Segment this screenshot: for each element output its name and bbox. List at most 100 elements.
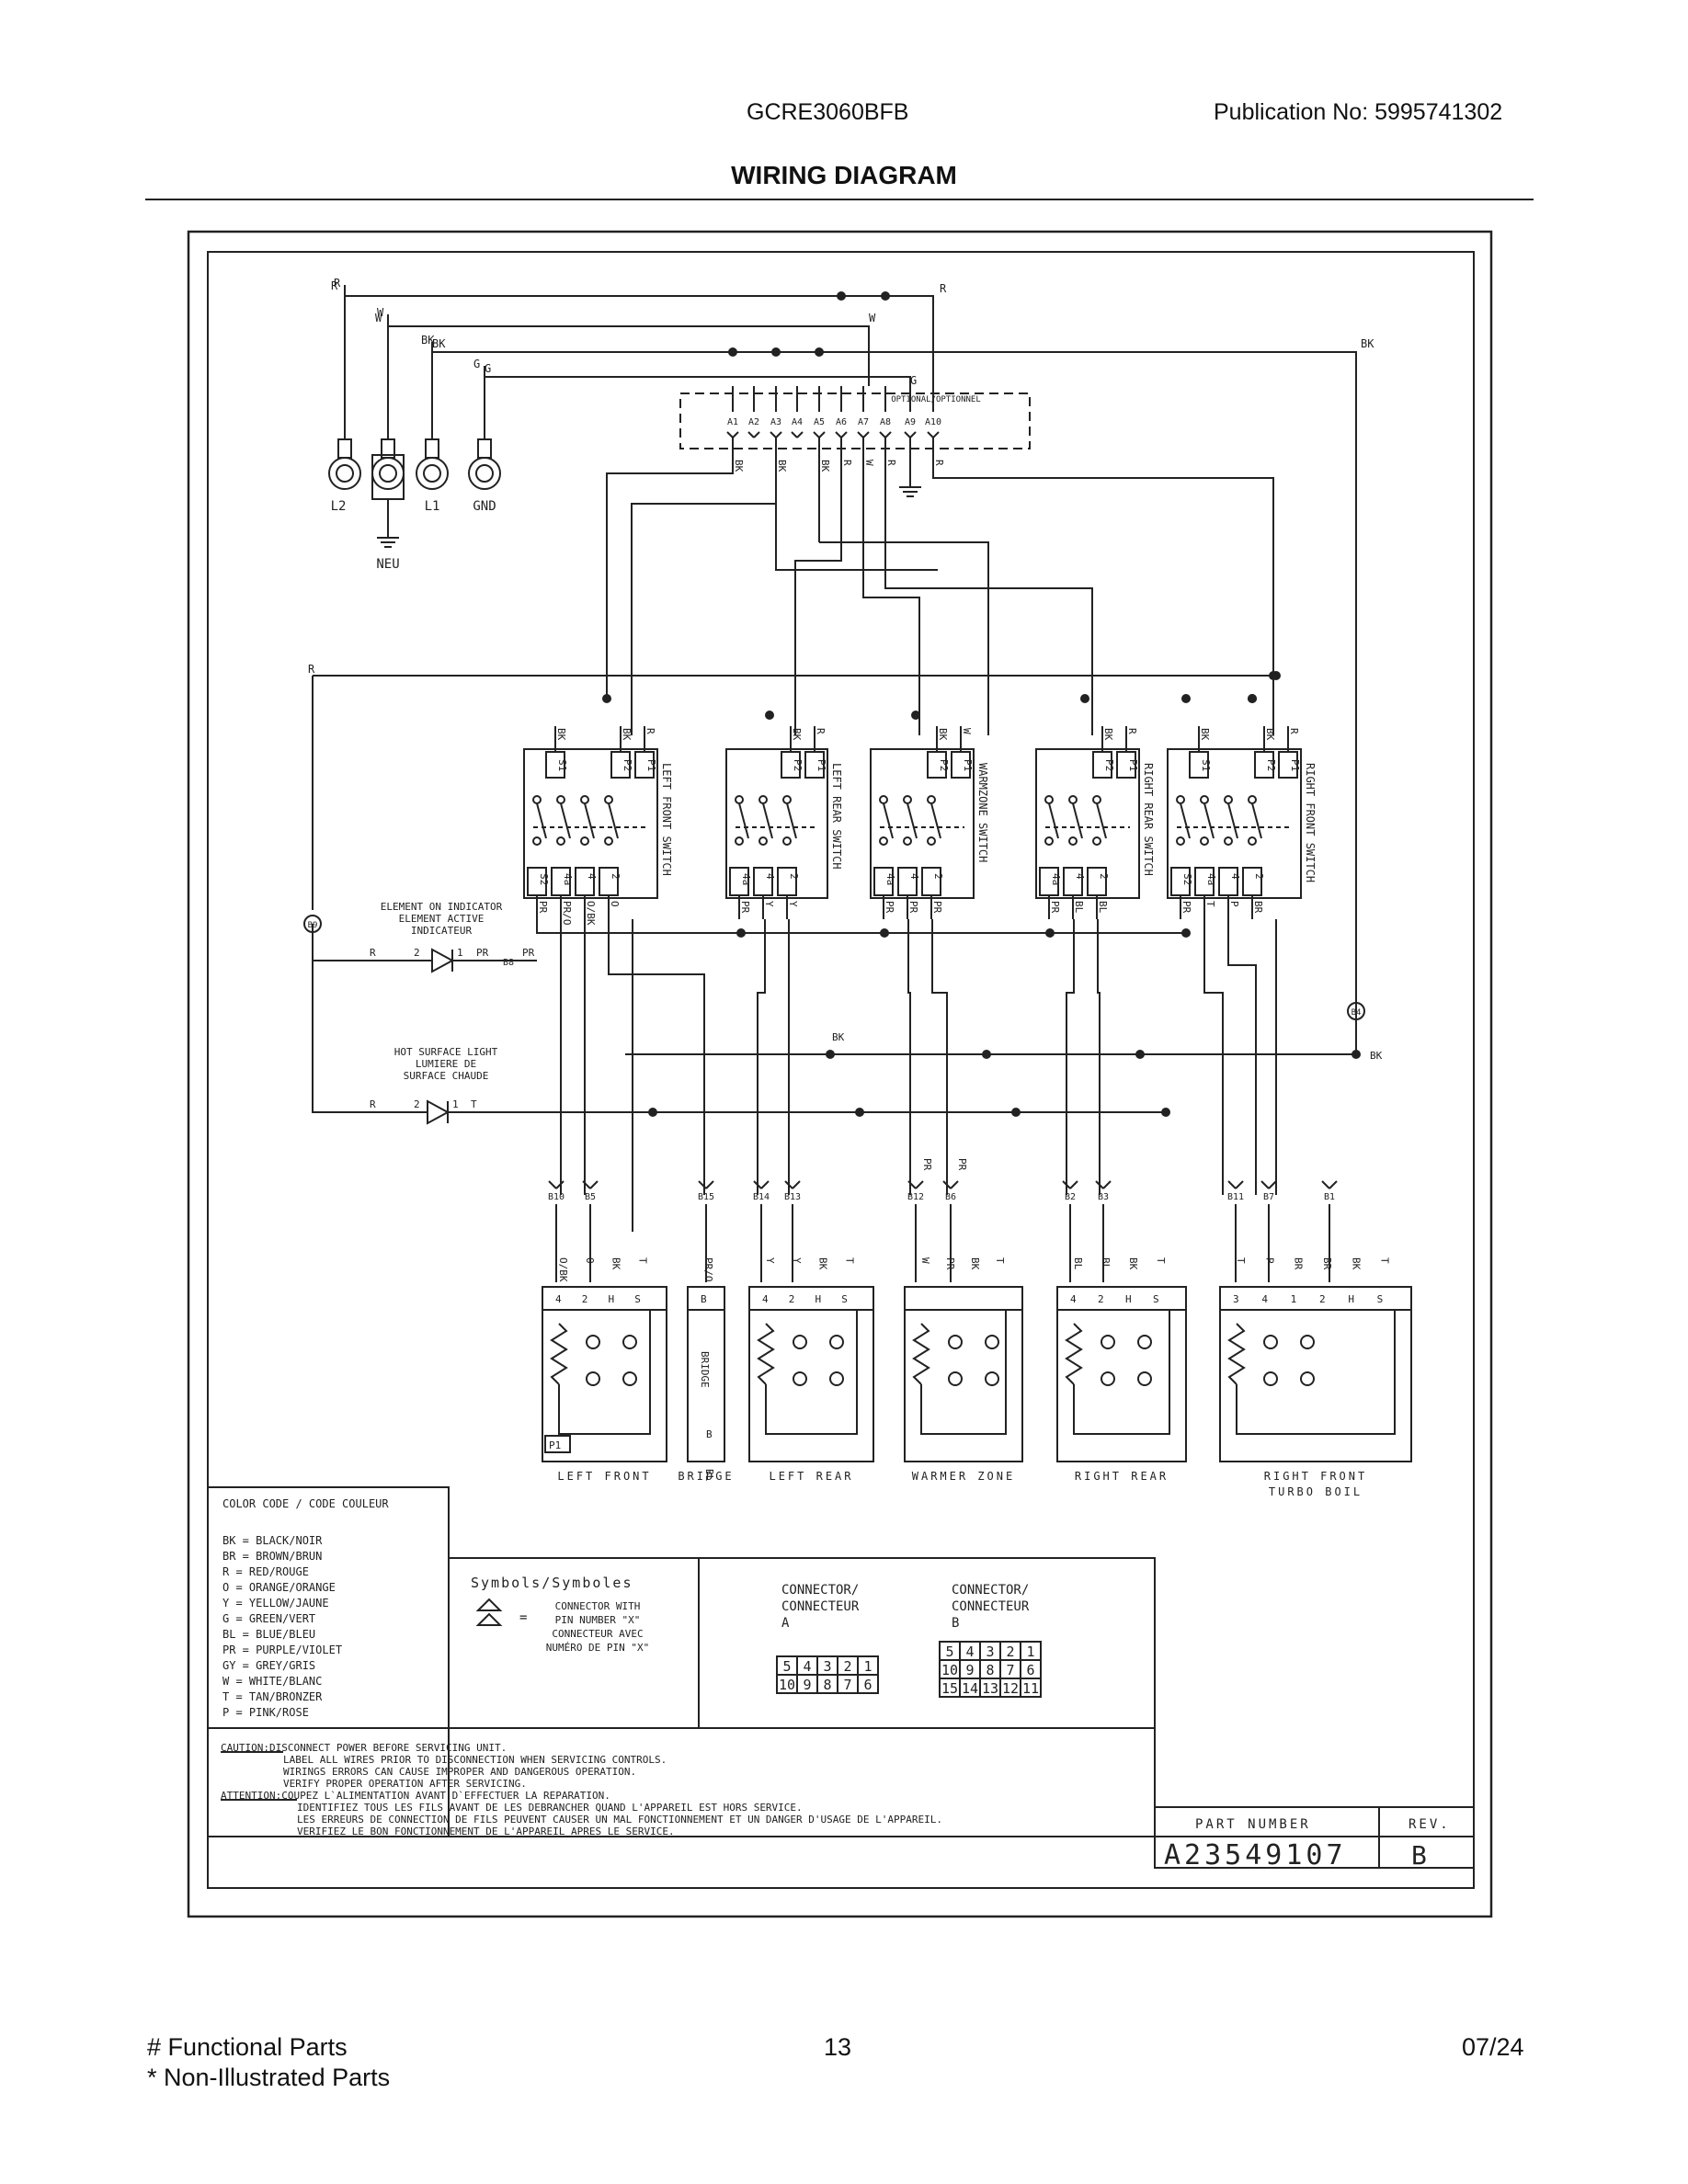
optional-pin-A6: A6: [836, 417, 847, 427]
connector-pin-B2: B2: [1065, 1192, 1076, 1202]
wire-color-label: O/BK: [557, 1257, 569, 1282]
pin-label: 2: [414, 947, 420, 959]
contact-blade: [1180, 802, 1191, 839]
bridge-pin-b: B: [706, 1428, 713, 1440]
wire-color-label: BK: [791, 728, 803, 741]
wire-color-label: BL: [1100, 1257, 1112, 1270]
wire-color-label: PR: [476, 947, 489, 959]
junction-dot: [1181, 694, 1191, 703]
thermal-contact: [1101, 1371, 1115, 1386]
contact: [735, 795, 744, 804]
contact: [879, 795, 888, 804]
wire-color-label: R: [331, 279, 338, 292]
switch-bottom-pin-2: [921, 867, 941, 896]
wire-color-label: BK: [432, 337, 446, 350]
connector-b-cell: [1020, 1678, 1042, 1698]
wire: [813, 431, 820, 438]
switch-name: LEFT REAR SWITCH: [830, 763, 843, 870]
connector-pin-B6: B6: [945, 1192, 956, 1202]
junction-dot: [1352, 1050, 1361, 1059]
wire-color-label: BK: [555, 728, 567, 741]
wire: [907, 1180, 917, 1189]
caution-line: VERIFIEZ LE BON FONCTIONNEMENT DE L'APPA…: [297, 1826, 675, 1837]
switch-bottom-pin-4: [1218, 867, 1238, 896]
wire: [753, 1180, 762, 1189]
element-name: RIGHT FRONT: [1264, 1470, 1367, 1483]
contact-blade: [1096, 802, 1107, 839]
contact: [1176, 795, 1185, 804]
wire: [484, 376, 911, 439]
wire-color-label: BL: [703, 1469, 715, 1482]
wire: [1227, 919, 1257, 1195]
element-on-indicator-label: ELEMENT ON INDICATOR: [381, 901, 503, 913]
wire-color-label: PR: [921, 1158, 933, 1171]
wire-color-label: R: [370, 947, 376, 959]
element-left-front: [542, 1286, 667, 1462]
contact: [556, 795, 565, 804]
contact: [927, 836, 936, 846]
wire-color-label: PR: [931, 901, 943, 914]
caution-line: CAUTION:DISCONNECT POWER BEFORE SERVICIN…: [221, 1742, 507, 1754]
wire: [1097, 919, 1101, 1195]
wire: [1102, 1180, 1112, 1189]
element-name-2: TURBO BOIL: [1269, 1485, 1363, 1498]
heating-coil: [1227, 1323, 1246, 1385]
wire: [927, 431, 934, 438]
element-pin-label: 2: [582, 1293, 588, 1305]
connector-a-value: 4: [803, 1658, 811, 1675]
rev-value: B: [1411, 1840, 1427, 1871]
contact: [604, 836, 613, 846]
connector-pin-B15: B15: [698, 1192, 714, 1202]
symbols-line: PIN NUMBER "X": [555, 1614, 641, 1626]
header-rule: [145, 199, 1534, 200]
wire: [796, 431, 804, 438]
wire: [431, 351, 1357, 1057]
wire: [558, 1310, 651, 1435]
optional-pin-A10: A10: [925, 417, 941, 427]
wire: [1069, 1180, 1078, 1189]
element-right-front: [1219, 1286, 1412, 1462]
wire: [909, 431, 917, 438]
junction-dot: [982, 1050, 991, 1059]
connector-pin-B4: B4: [1352, 1008, 1362, 1018]
wire: [582, 1180, 591, 1189]
element-right-rear: [1056, 1286, 1187, 1462]
wire-color-label: W: [919, 1257, 931, 1264]
switch-pin-label: P1: [1289, 759, 1301, 771]
thermal-contact: [985, 1371, 999, 1386]
contact: [782, 795, 792, 804]
wire: [732, 431, 739, 438]
contact-blade: [762, 802, 773, 839]
footer-functional-parts: # Functional Parts: [147, 2033, 348, 2061]
color-code-entry: PR = PURPLE/VIOLET: [222, 1644, 342, 1656]
connector-a-value: 5: [782, 1658, 791, 1675]
footer-non-illustrated-parts: * Non-Illustrated Parts: [147, 2064, 391, 2091]
wire-color-label: O: [609, 901, 621, 907]
wire: [747, 431, 755, 438]
thermal-contact: [793, 1335, 807, 1349]
switch-bottom-pin-4: [897, 867, 918, 896]
connector-pin-B13: B13: [784, 1192, 801, 1202]
wire-color-label: Y: [791, 1257, 803, 1264]
switch-pin-label: P1: [645, 759, 657, 771]
wire: [862, 431, 870, 438]
wire: [1236, 1310, 1396, 1435]
element-on-indicator-fr1: ELEMENT ACTIVE: [399, 913, 485, 925]
wire: [884, 431, 892, 438]
thermal-contact: [829, 1335, 844, 1349]
element-warmer-zone: [904, 1286, 1023, 1462]
hot-surface-light-fr2: SURFACE CHAUDE: [404, 1070, 489, 1082]
switch-pin-label: 2: [932, 873, 944, 880]
terminal-GND: [468, 457, 501, 490]
thermal-contact: [1101, 1335, 1115, 1349]
element-pin-label: S: [1377, 1293, 1384, 1305]
thermal-contact: [793, 1371, 807, 1386]
switch-pin-label: S1: [556, 759, 568, 771]
terminal-inner: [423, 464, 441, 483]
connector-a-value: 3: [823, 1658, 831, 1675]
wire: [1268, 1180, 1277, 1189]
wire-color-label: PR: [522, 947, 535, 959]
wire: [1260, 1180, 1270, 1189]
wire-color-label: R: [940, 282, 947, 295]
optional-pin-A8: A8: [880, 417, 891, 427]
